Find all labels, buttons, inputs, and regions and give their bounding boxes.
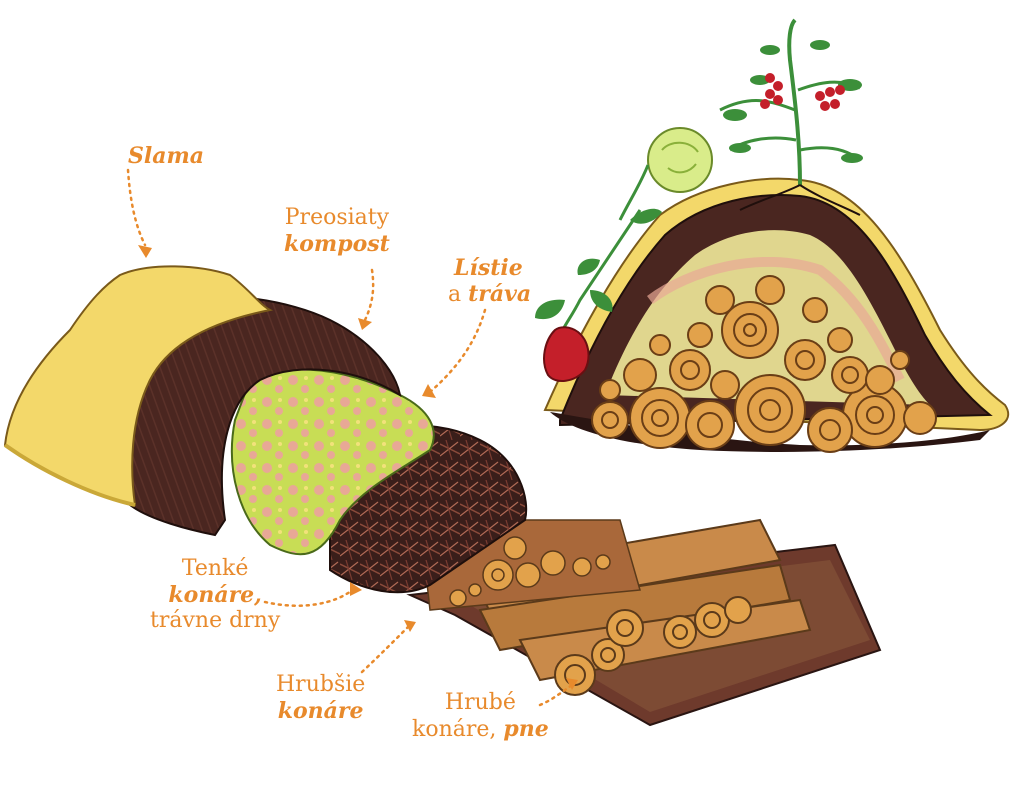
label-hrube-plain: konáre, — [412, 717, 497, 742]
label-kompost: Preosiaty kompost — [284, 205, 390, 257]
pepper-icon — [535, 208, 662, 382]
arrow-hrubsie — [360, 623, 412, 674]
label-listie-bold1: Lístie — [454, 255, 523, 281]
label-tenke-bold: konáre, — [168, 582, 262, 608]
label-listie-bold2: tráva — [468, 281, 532, 307]
label-hrubsie-bold: konáre — [277, 698, 364, 724]
arrows — [126, 168, 574, 707]
arrow-listie — [428, 308, 487, 394]
cabbage-icon — [618, 127, 713, 221]
label-tenke-line3: trávne drny — [150, 608, 281, 633]
label-tenke-line1: Tenké — [181, 556, 249, 581]
arrow-hrube — [538, 683, 574, 707]
arrow-slama — [126, 168, 147, 247]
compost-layer — [231, 368, 435, 556]
label-slama: Slama — [128, 143, 204, 170]
arrowheads — [138, 245, 578, 690]
label-tenke: Tenké konáre, trávne drny — [150, 556, 280, 634]
arrow-tenke — [263, 586, 357, 607]
label-kompost-line1: Preosiaty — [284, 205, 390, 230]
label-hrube-bold: pne — [503, 716, 549, 742]
bed-left — [3, 265, 882, 727]
arrow-kompost — [363, 268, 375, 322]
label-hrube-line1: Hrubé — [444, 690, 516, 715]
tomato-plant-icon — [719, 18, 863, 216]
label-hrubsie: Hrubšie konáre — [276, 672, 365, 724]
label-listie: Lístie a tráva — [448, 255, 531, 308]
mound-logs — [591, 275, 937, 453]
label-hrube: Hrubé konáre, pne — [412, 690, 549, 743]
label-listie-plain: a — [448, 282, 462, 307]
label-hrubsie-line1: Hrubšie — [276, 672, 366, 697]
straw-layer — [3, 265, 274, 507]
label-kompost-bold: kompost — [284, 231, 390, 257]
label-slama-text: Slama — [128, 143, 205, 169]
bed-right — [535, 18, 1010, 453]
